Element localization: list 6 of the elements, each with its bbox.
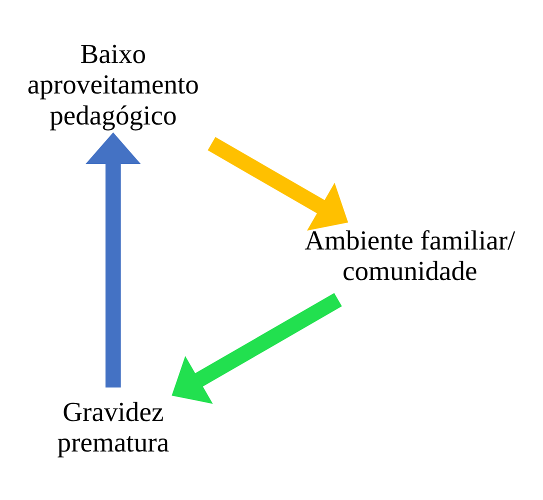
node-text: Baixo aproveitamento pedagógico xyxy=(27,37,199,130)
arrow xyxy=(172,292,342,404)
node-text: Gravidez prematura xyxy=(57,395,170,458)
arrow xyxy=(86,132,141,387)
node-text: Ambiente familiar/ comunidade xyxy=(304,224,516,286)
arrow xyxy=(208,136,348,230)
